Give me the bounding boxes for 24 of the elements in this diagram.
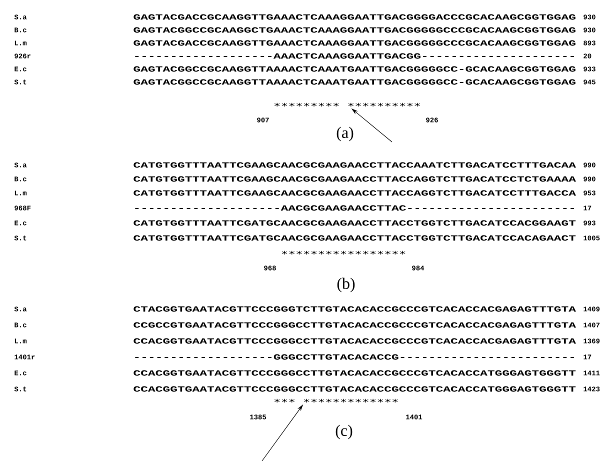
sequence-row: -------------------GGGCCTTGTACACACCG------------------------ (135, 354, 574, 360)
panel-label: (b) (337, 278, 355, 292)
sequence-row: --------------------AACGCGAAGAACCTTAC----------------------- (135, 205, 574, 211)
panel-label: (c) (336, 424, 352, 440)
sequence-row: CATGTGGTTTAATTCGATGCAACGCGAAGAACCTTACCTGGTCTTGACATCCACGGAAGT (134, 220, 576, 226)
sequence-row: GAGTACGGCCGCAAGGTTAAAACTCAAATGAATTGACGGGGGCC-GCACAAGCGGTGGAG (134, 66, 576, 72)
sequence-row: CATGTGGTTTAATTCGATGCAACGCGAAGAACCTTACCTGGTCTTGACATCCACAGAACT (134, 235, 576, 241)
sequence-row: GAGTACGACCGCAAGGTTGAAACTCAAAGGAATTGACGGGGGCCCGCACAAGCGGTGGAG (134, 40, 576, 46)
sequence-row: CATGTGGTTTAATTCGAAGCAACGCGAAGAACCTTACCAAATCTTGACATCCTTTGACAA (134, 162, 576, 168)
sequence-row: CCGCCGTGAATACGTTCCCGGGCCTTGTACACACCGCCCGTCACACCACGAGAGTTTGTA (134, 322, 576, 328)
sequence-row: CATGTGGTTTAATTCGAAGCAACGCGAAGAACCTTACCAGGTCTTGACATCCTTTGACCA (134, 190, 576, 196)
sequence-row: CCACGGTGAATACGTTCCCGGGCCTTGTACACACCGCCCGTCACACCACGAGAGTTTGTA (134, 338, 576, 344)
alignment-marker: ∗∗∗∗∗∗∗∗∗ ∗∗∗∗∗∗∗∗∗∗ (274, 102, 420, 106)
sequence-row: GAGTACGACCGCAAGGTTGAAACTCAAAGGAATTGACGGGGACCCGCACAAGCGGTGGAG (134, 14, 576, 20)
sequence-row: GAGTACGGCCGCAAGGCTGAAACTCAAAGGAATTGACGGGGGCCCGCACAAGCGGTGGAG (134, 27, 576, 33)
alignment-marker: ∗∗∗ ∗∗∗∗∗∗∗∗∗∗∗∗∗ (274, 398, 398, 402)
sequence-row: CCACGGTGAATACGTTCCCGGGCCTTGTACACACCGCCCGTCACACCATGGGAGTGGGTT (134, 386, 576, 392)
alignment-marker: ∗∗∗∗∗∗∗∗∗∗∗∗∗∗∗∗∗ (282, 250, 406, 254)
sequence-row: CATGTGGTTTAATTCGAAGCAACGCGAAGAACCTTACCAGGTCTTGACATCCTCTGAAAA (134, 176, 576, 182)
sequence-row: -------------------AAACTCAAAGGAATTGACGG--------------------- (135, 53, 574, 59)
panel-label: (a) (336, 126, 354, 142)
sequence-row: CCACGGTGAATACGTTCCCGGGCCTTGTACACACCGCCCGTCACACCATGGGAGTGGGTT (134, 370, 576, 376)
sequence-row: CTACGGTGAATACGTTCCCGGGTCTTGTACACACCGCCCGTCACACCACGAGAGTTTGTA (134, 306, 576, 312)
sequence-row: GAGTACGGCCGCAAGGTTAAAACTCAAATGAATTGACGGGGGCC-GCACAAGCGGTGGAG (134, 79, 576, 85)
